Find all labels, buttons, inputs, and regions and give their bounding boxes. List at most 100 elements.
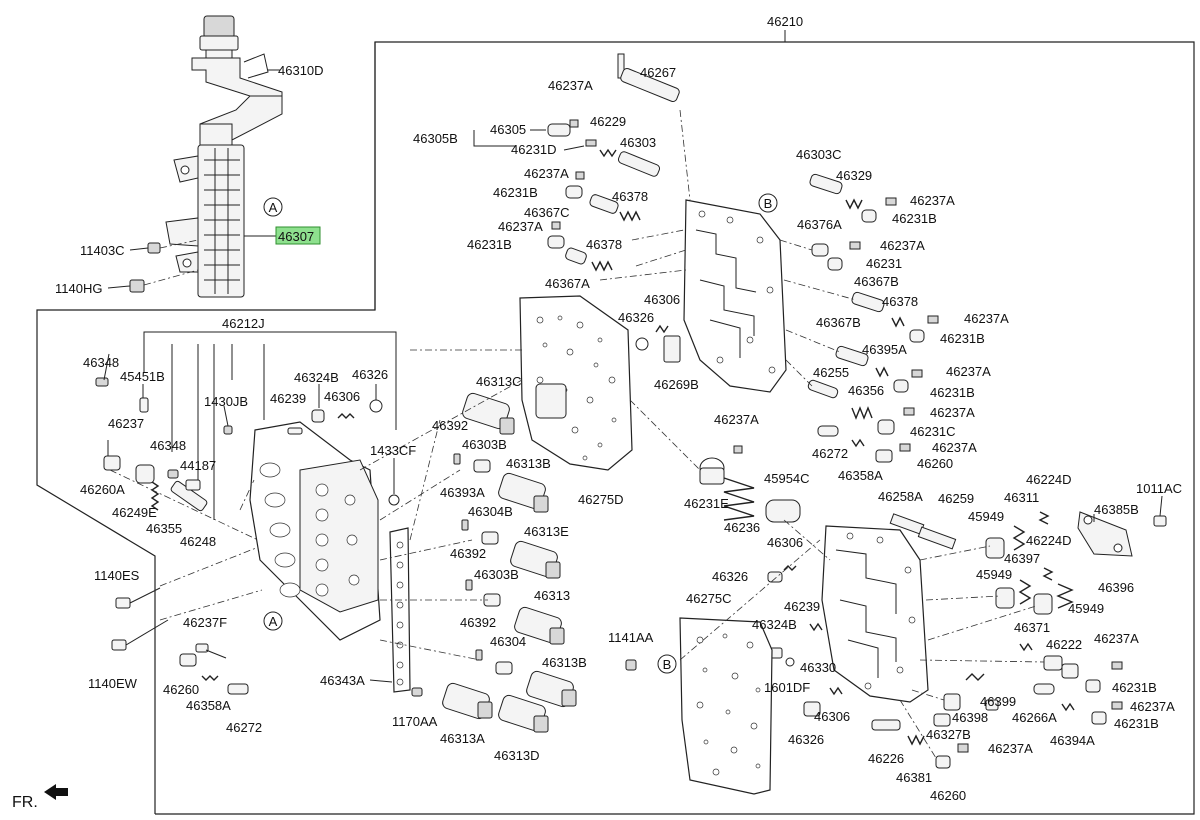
- label-46343a: 46343A: [320, 673, 365, 688]
- label-45954c: 45954C: [764, 471, 810, 486]
- label-46397: 46397: [1004, 551, 1040, 566]
- label-46229: 46229: [590, 114, 626, 129]
- label-46239-b: 46239: [784, 599, 820, 614]
- label-46398: 46398: [952, 710, 988, 725]
- label-46327b: 46327B: [926, 727, 971, 742]
- label-46231: 46231: [866, 256, 902, 271]
- label-46237a-9: 46237A: [932, 440, 977, 455]
- channels-top: [695, 210, 776, 374]
- label-46385b: 46385B: [1094, 502, 1139, 517]
- label-46367c: 46367C: [524, 205, 570, 220]
- label-46329: 46329: [836, 168, 872, 183]
- label-46272-a: 46272: [226, 720, 262, 735]
- label-46237a-5: 46237A: [880, 238, 925, 253]
- solenoid-46313e: [510, 540, 561, 579]
- separator-plate-46275d: [519, 295, 633, 471]
- right-lower-parts: [871, 511, 1167, 769]
- label-46304b: 46304B: [468, 504, 513, 519]
- label-46237a-3: 46237A: [498, 219, 543, 234]
- label-46381: 46381: [896, 770, 932, 785]
- label-46306-b: 46306: [644, 292, 680, 307]
- label-46313: 46313: [534, 588, 570, 603]
- callout-a-bottom-label: A: [269, 614, 278, 629]
- label-46313b-1: 46313B: [506, 456, 551, 471]
- label-46236: 46236: [724, 520, 760, 535]
- label-46231b-6: 46231B: [1112, 680, 1157, 695]
- label-46260-b: 46260: [917, 456, 953, 471]
- label-46313b-2: 46313B: [542, 655, 587, 670]
- label-1140hg: 1140HG: [55, 281, 102, 296]
- label-46212j: 46212J: [222, 316, 265, 331]
- label-46224d-2: 46224D: [1026, 533, 1072, 548]
- label-46355: 46355: [146, 521, 182, 536]
- label-46237a-11: 46237A: [1094, 631, 1139, 646]
- label-46305: 46305: [490, 122, 526, 137]
- label-46231b-7: 46231B: [1114, 716, 1159, 731]
- valve-body-upper-left: [249, 421, 411, 693]
- label-46258a: 46258A: [878, 489, 923, 504]
- callout-b-bottom-label: B: [663, 657, 672, 672]
- label-46303b-b: 46303B: [474, 567, 519, 582]
- label-46248: 46248: [180, 534, 216, 549]
- label-46313e: 46313E: [524, 524, 569, 539]
- label-46306-c: 46306: [767, 535, 803, 550]
- label-46267: 46267: [640, 65, 676, 80]
- label-44187: 44187: [180, 458, 216, 473]
- label-46237a-7: 46237A: [946, 364, 991, 379]
- right-top-parts: [807, 173, 939, 463]
- label-46249e: 46249E: [112, 505, 157, 520]
- label-46237a-6: 46237A: [964, 311, 1009, 326]
- label-46224d-1: 46224D: [1026, 472, 1072, 487]
- label-46367b-b: 46367B: [816, 315, 861, 330]
- harness-ribs: [204, 148, 240, 294]
- label-46305b: 46305B: [413, 131, 458, 146]
- separator-plate-46275c: [679, 617, 773, 795]
- label-46313d: 46313D: [494, 748, 540, 763]
- label-46259: 46259: [938, 491, 974, 506]
- label-46272-b: 46272: [812, 446, 848, 461]
- highlight-46307: [275, 226, 321, 245]
- label-45949-a: 45949: [968, 509, 1004, 524]
- label-46326-a: 46326: [352, 367, 388, 382]
- solenoid-46313a: [442, 682, 493, 720]
- valve-body-top-center: [635, 199, 787, 393]
- label-46275c: 46275C: [686, 591, 732, 606]
- label-46260-a: 46260: [163, 682, 199, 697]
- label-46378-b: 46378: [586, 237, 622, 252]
- label-46394a: 46394A: [1050, 733, 1095, 748]
- label-46222: 46222: [1046, 637, 1082, 652]
- label-46313c: 46313C: [476, 374, 522, 389]
- label-1140es: 1140ES: [94, 568, 140, 583]
- label-46395a: 46395A: [862, 342, 907, 357]
- wiring-harness-46307: [107, 15, 283, 298]
- callout-b-bottom: [657, 654, 677, 674]
- label-46378-a: 46378: [612, 189, 648, 204]
- label-1601df: 1601DF: [764, 680, 810, 695]
- label-46330: 46330: [800, 660, 836, 675]
- label-46392-a: 46392: [432, 418, 468, 433]
- label-46237a-13: 46237A: [988, 741, 1033, 756]
- label-46237a-12: 46237A: [1130, 699, 1175, 714]
- label-46303c: 46303C: [796, 147, 842, 162]
- plate-holes-c: [696, 633, 761, 776]
- label-46358a-a: 46358A: [186, 698, 231, 713]
- label-46324b-b: 46324B: [752, 617, 797, 632]
- valve-body-lower-right: [821, 525, 929, 703]
- solenoid-46313d: [498, 694, 549, 733]
- leader-lines: [103, 30, 1163, 759]
- fr-arrow-icon: [44, 784, 68, 800]
- label-46275d: 46275D: [578, 492, 624, 507]
- label-46310d: 46310D: [278, 63, 324, 78]
- part-labels: 46210 46310D 46307 11403C 1140HG 46212J …: [55, 14, 1182, 803]
- label-46303: 46303: [620, 135, 656, 150]
- callout-a-top-label: A: [269, 200, 278, 215]
- label-1433cf: 1433CF: [370, 443, 416, 458]
- label-46237f: 46237F: [183, 615, 227, 630]
- label-46348-b: 46348: [150, 438, 186, 453]
- label-46326-b: 46326: [618, 310, 654, 325]
- label-45949-b: 45949: [976, 567, 1012, 582]
- label-46266a: 46266A: [1012, 710, 1057, 725]
- callout-markers: A A B B: [263, 193, 778, 674]
- label-46237a-4: 46237A: [910, 193, 955, 208]
- label-46306-d: 46306: [814, 709, 850, 724]
